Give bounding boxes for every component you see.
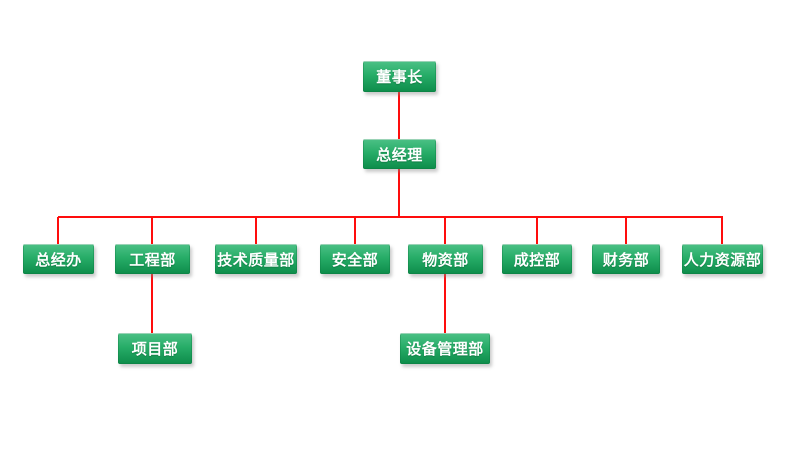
org-node-label: 人力资源部	[683, 251, 762, 269]
org-node-safety: 安全部	[320, 244, 390, 274]
org-node-human-resources: 人力资源部	[682, 244, 763, 274]
connector-vertical-line	[444, 274, 446, 333]
org-node-chairman: 董事长	[363, 61, 436, 92]
org-node-general-office: 总经办	[23, 244, 94, 274]
org-node-materials: 物资部	[408, 244, 483, 274]
connector-vertical-line	[721, 217, 723, 244]
org-node-label: 工程部	[129, 251, 176, 269]
org-node-label: 财务部	[602, 251, 650, 269]
org-node-label: 技术质量部	[217, 251, 295, 269]
org-node-label: 成控部	[513, 251, 561, 269]
org-node-general-manager: 总经理	[363, 139, 436, 169]
org-node-finance: 财务部	[592, 244, 660, 274]
org-node-label: 物资部	[422, 251, 469, 269]
org-node-label: 董事长	[376, 69, 423, 86]
connector-vertical-line	[444, 217, 446, 244]
org-node-tech-quality: 技术质量部	[215, 244, 297, 274]
connector-vertical-line	[536, 217, 538, 244]
connector-vertical-line	[625, 217, 627, 244]
connector-vertical-line	[255, 217, 257, 244]
org-node-label: 总经理	[376, 146, 423, 164]
org-node-label: 项目部	[131, 341, 179, 358]
org-node-engineering: 工程部	[115, 244, 190, 274]
org-node-label: 设备管理部	[406, 341, 484, 358]
org-node-label: 总经办	[35, 251, 82, 269]
connector-vertical-line	[57, 217, 59, 244]
org-node-cost-control: 成控部	[502, 244, 572, 274]
connector-vertical-line	[354, 217, 356, 244]
org-node-project: 项目部	[118, 333, 192, 364]
connector-vertical-line	[398, 92, 400, 139]
connector-vertical-line	[151, 274, 153, 333]
connector-vertical-line	[398, 169, 400, 218]
org-node-label: 安全部	[331, 251, 379, 269]
connector-vertical-line	[151, 217, 153, 244]
org-node-equipment-mgmt: 设备管理部	[400, 333, 490, 364]
connector-horizontal-line	[58, 216, 723, 218]
